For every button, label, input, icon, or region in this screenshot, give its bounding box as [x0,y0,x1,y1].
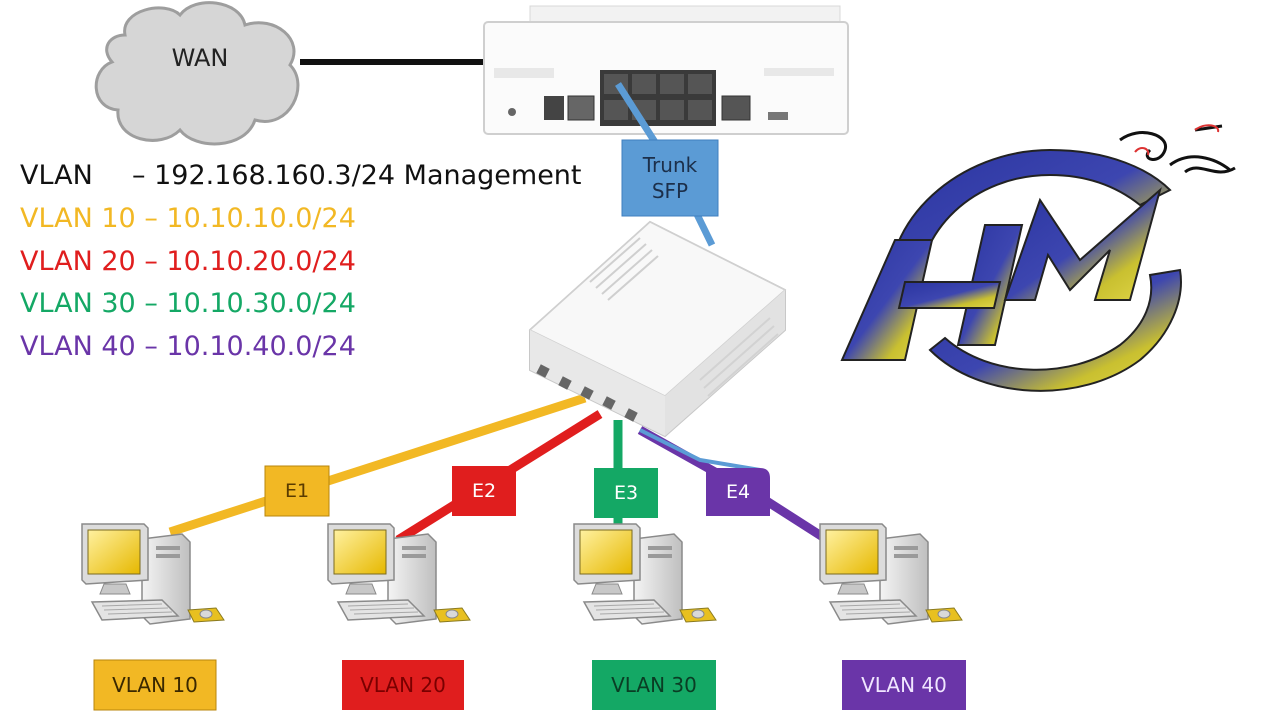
logo-icon [840,124,1236,392]
link-e4-blue [639,428,761,472]
legend-row-vlan40-name: VLAN 40 [20,331,136,362]
trunk-label: Trunk SFP [622,142,718,214]
trunk-label-box [621,139,719,217]
vlan-box-label-20: VLAN 20 [360,673,446,697]
legend-row-vlan30-value: – 10.10.30.0/24 [144,288,356,319]
computer-icon [81,523,225,625]
trunk-label-line2: SFP [651,179,689,203]
cloud-icon [94,1,300,146]
link-e1 [168,393,587,537]
router-icon [483,5,849,135]
legend-row-vlan20-value: – 10.10.20.0/24 [144,246,356,277]
port-box-e4 [706,468,770,516]
port-label-e4: E4 [725,481,751,503]
legend-row-vlan20: VLAN 20 – 10.10.20.0/24 [20,246,356,277]
computer-icon [327,523,471,625]
port-box-e2 [452,466,516,516]
legend-row-vlan30: VLAN 30 – 10.10.30.0/24 [20,288,356,319]
legend-row-vlan10: VLAN 10 – 10.10.10.0/24 [20,203,356,234]
legend-row-vlan10-name: VLAN 10 [20,203,136,234]
vlan-box-label-30: VLAN 30 [611,673,697,697]
legend-row-vlan20-name: VLAN 20 [20,246,136,277]
vlan-box-10 [93,659,217,711]
vlan-box-label-10: VLAN 10 [112,673,198,697]
vlan-box-30 [592,660,716,710]
vlan-box-label-40: VLAN 40 [861,673,947,697]
port-box-e3 [594,468,658,518]
port-label-e3: E3 [613,482,639,504]
switch-icon [528,220,787,438]
port-label-e2: E2 [471,480,497,502]
legend-row-management-name: VLAN [20,160,93,191]
legend-row-vlan40: VLAN 40 – 10.10.40.0/24 [20,331,356,362]
legend-row-vlan30-name: VLAN 30 [20,288,136,319]
legend-row-management: VLAN – 192.168.160.3/24 Management [20,160,582,191]
port-box-e1 [264,465,330,517]
legend-row-vlan10-value: – 10.10.10.0/24 [144,203,356,234]
vlan-box-40 [842,660,966,710]
port-label-e1: E1 [284,480,310,502]
legend-row-management-value: – 192.168.160.3/24 Management [132,160,582,191]
wan-label: WAN [171,44,229,72]
vlan-box-20 [342,660,464,710]
computer-icon [819,523,963,625]
legend-row-vlan40-value: – 10.10.40.0/24 [144,331,356,362]
trunk-label-line1: Trunk [642,153,698,177]
computer-icon [573,523,717,625]
